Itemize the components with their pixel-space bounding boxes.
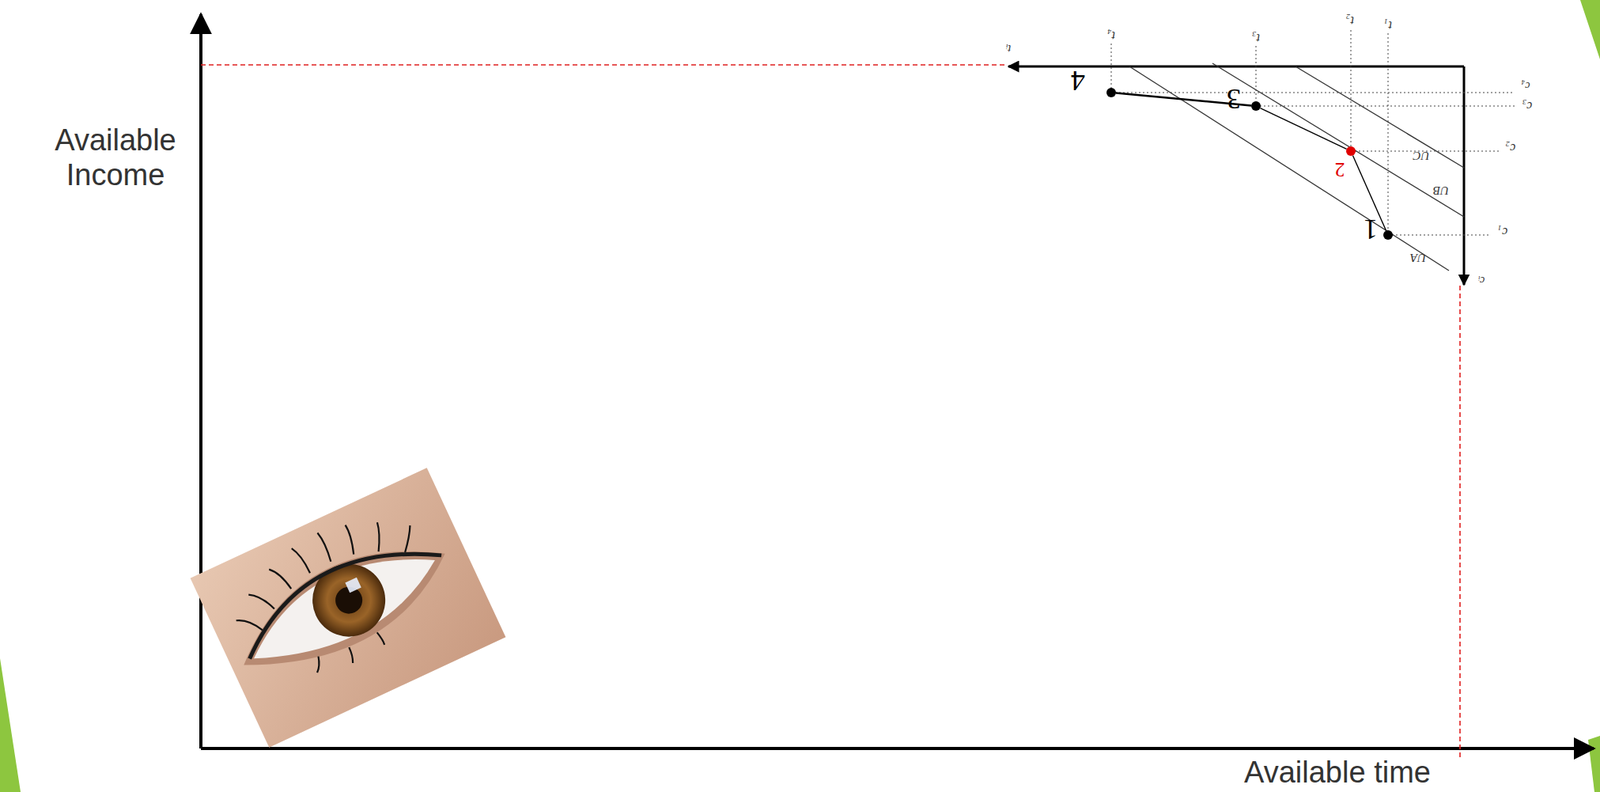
curve-label: cᵢ [1478,273,1485,287]
eye-photo [190,467,507,747]
equilibrium-point: 4 [1106,87,1116,98]
slide-accent [1580,0,1600,60]
point-number: 1 [1363,215,1378,244]
curve-label: UA [1410,249,1427,264]
slide-accent [0,658,21,792]
curve-label: t₃ [1252,30,1260,46]
point-number: 3 [1226,84,1241,114]
y-axis [199,14,203,749]
curve-label: UC [1413,147,1430,162]
curve-label: t₁ [1384,18,1392,33]
x-axis [200,746,1594,750]
point-number: 2 [1335,158,1346,180]
curve-label: UB [1433,182,1449,197]
equilibrium-point: 1 [1383,230,1393,240]
curve-label: t₄ [1107,28,1116,43]
point-number: 4 [1070,66,1086,95]
curve-label: tᵢ [1006,41,1012,55]
curve-label: c₁ [1497,224,1509,239]
guide-line [200,64,1006,66]
path-segment [1259,108,1347,150]
curve-label: t₂ [1346,13,1355,28]
equilibrium-point: 3 [1251,101,1261,111]
inner-axis [1463,66,1466,285]
slide-accent [1588,735,1600,792]
guide-line [1459,285,1461,761]
curve-label: c₄ [1520,79,1530,92]
axis-label: Available time [1244,755,1431,791]
curve-label: c₃ [1522,98,1533,114]
curve-label: c₂ [1505,140,1517,156]
utility-lines [1129,63,1464,271]
axis-label: Available Income [36,123,195,193]
projection-lines [1111,30,1515,235]
equilibrium-point: 2 [1346,146,1356,156]
